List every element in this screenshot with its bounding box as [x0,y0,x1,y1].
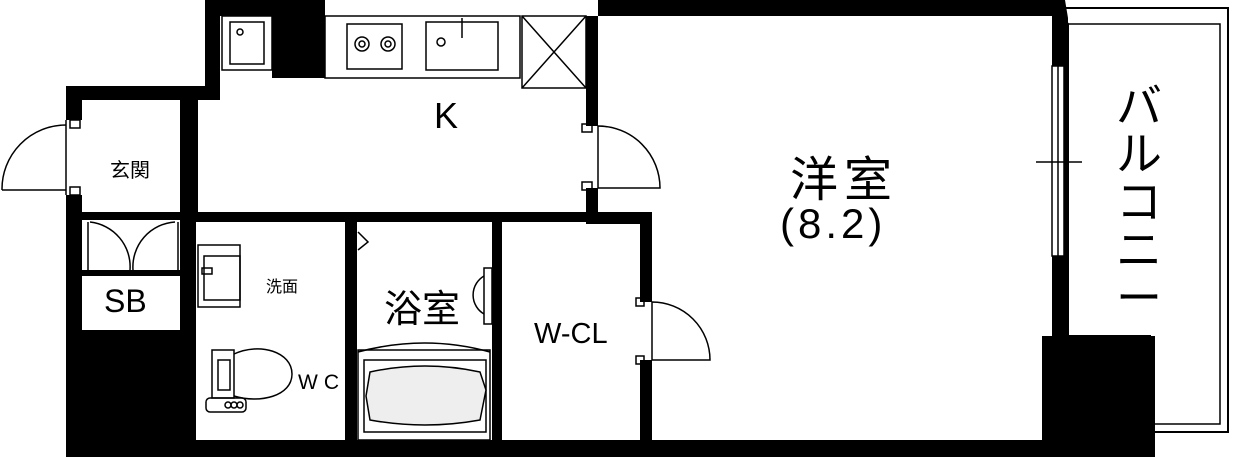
balcony-char: ー [1116,272,1162,324]
kitchen-counter [324,15,587,89]
balcony-window [1036,65,1082,257]
balcony-char: コ [1116,176,1162,228]
washroom-sliding-door [197,213,271,221]
room-label-kitchen: K [434,95,459,136]
room-label-shoe-box: SB [104,283,147,319]
balcony-char: ル [1116,128,1162,180]
washer-pan [221,15,273,71]
closet-door [635,297,711,365]
room-label-bathroom: 浴室 [384,289,461,331]
room-label-genkan: 玄関 [110,160,150,182]
room-label-western-room: 洋室 [790,154,899,207]
room-size-western-room: (8.2) [780,200,887,247]
exterior-walls [66,0,1155,457]
room-label-washroom: 洗面 [266,279,299,296]
room-label-closet: W-CL [534,318,608,350]
wash-basin [197,244,241,308]
toilet [205,348,293,413]
kitchen-door [581,123,661,191]
balcony-char: ニ [1116,224,1162,276]
bathtub [357,267,493,441]
interior-walls [82,16,652,442]
shoebox-doors [87,221,179,271]
entrance-door [1,119,81,196]
room-label-balcony: バ ル コ ニ ー [1114,82,1164,322]
room-label-toilet: WC [298,371,345,394]
balcony-char: バ [1116,80,1162,132]
bathroom-door [347,227,370,304]
